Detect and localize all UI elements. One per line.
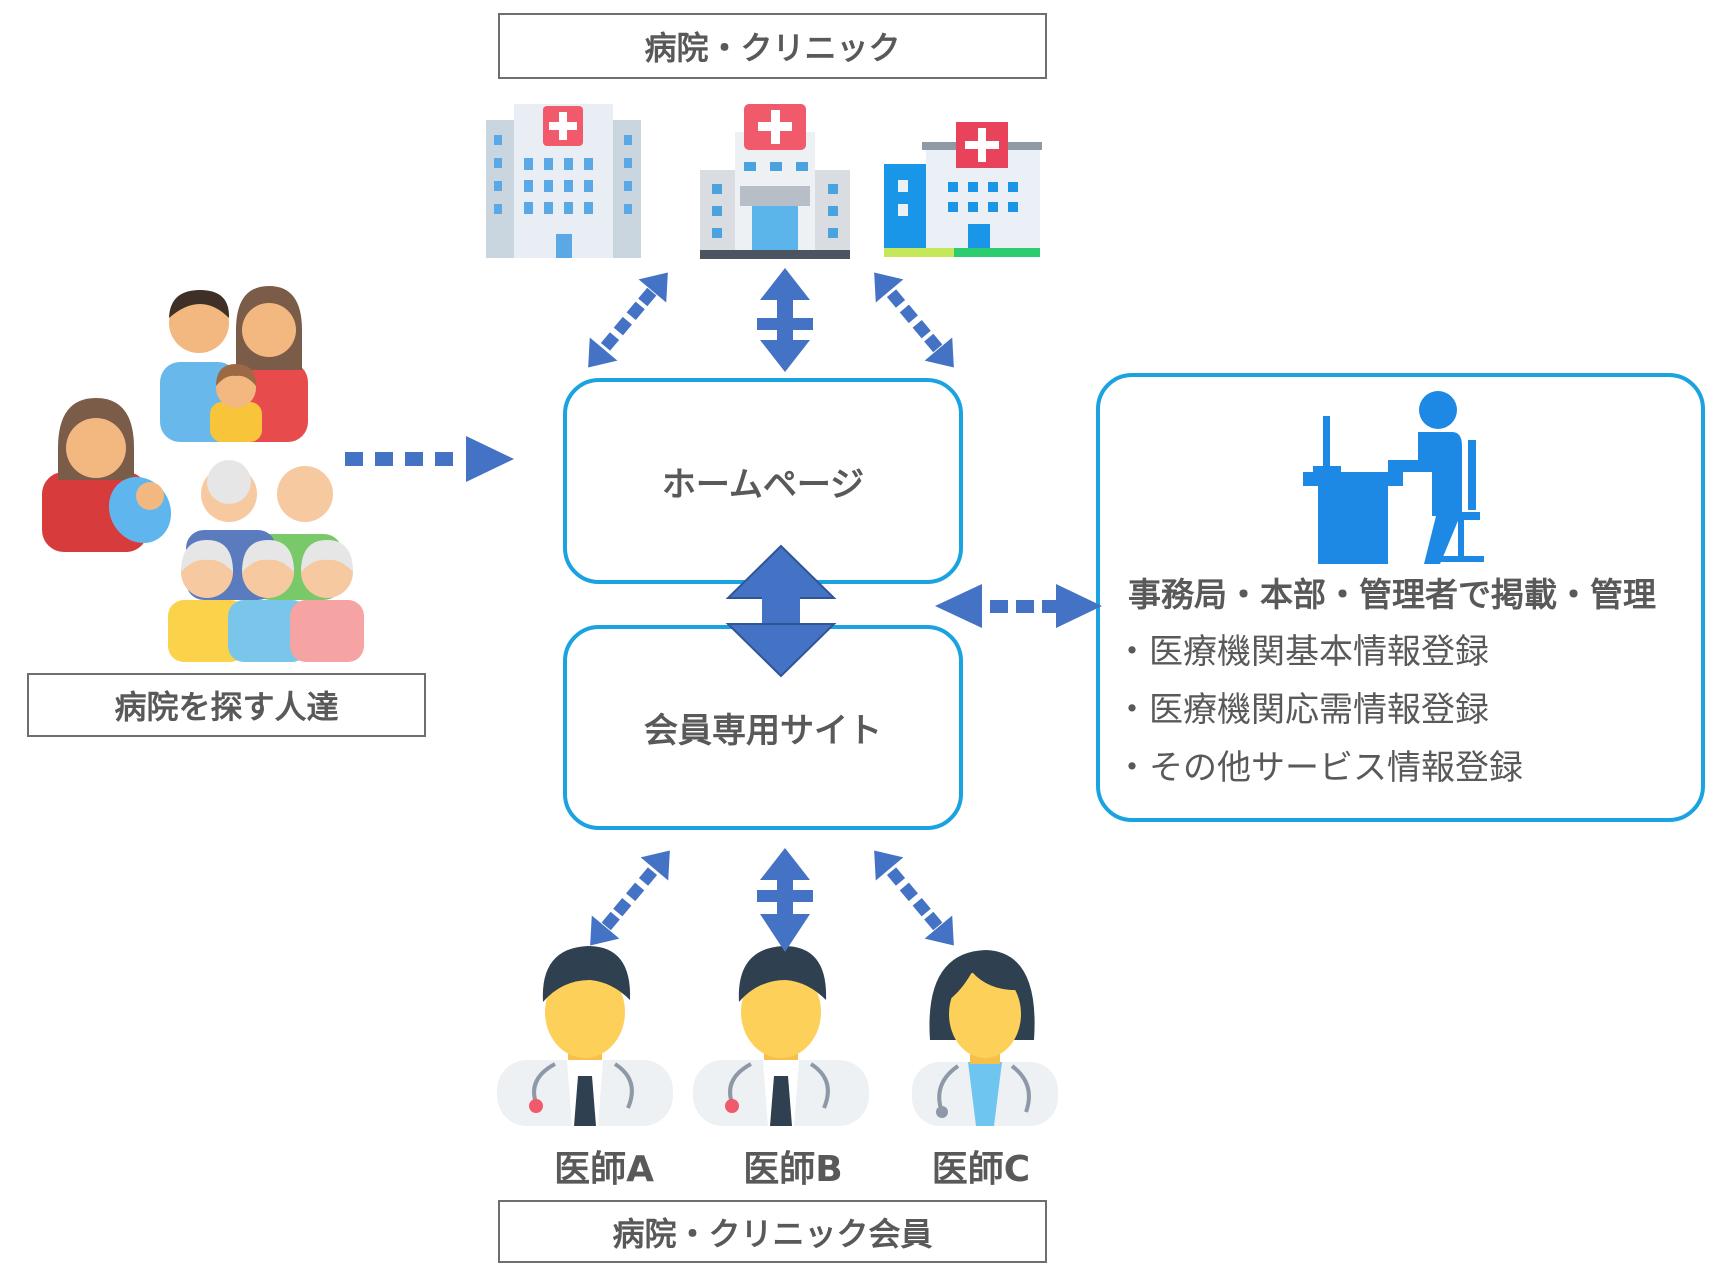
double-arrow-dashed-horizontal — [935, 584, 1102, 628]
double-arrow-dashed — [874, 272, 954, 368]
homepage-label: ホームページ — [661, 464, 865, 505]
hospital-building-icon — [884, 122, 1042, 257]
hospitals-label-box: 病院・クリニック — [498, 13, 1047, 79]
members-label-box: 病院・クリニック会員 — [498, 1200, 1047, 1263]
doctor-b-label: 医師B — [743, 1149, 843, 1190]
admin-item: ・医療機関基本情報登録 — [1115, 632, 1489, 672]
seekers-label-box: 病院を探す人達 — [27, 673, 426, 737]
double-arrow-large — [725, 544, 837, 678]
members-label: 病院・クリニック会員 — [612, 1214, 933, 1253]
admin-title: 事務局・本部・管理者で掲載・管理 — [1128, 575, 1656, 614]
dashed-arrow-right — [345, 436, 514, 482]
homepage-box: ホームページ — [563, 378, 963, 584]
doctor-icon — [912, 950, 1058, 1126]
double-arrow-dashed — [590, 850, 670, 946]
double-arrow-dashed — [874, 850, 954, 946]
arrow-connectors — [345, 268, 1102, 952]
doctor-a-label: 医師A — [554, 1149, 654, 1190]
members-site-label: 会員専用サイト — [644, 711, 882, 751]
double-arrow-dashed — [588, 272, 668, 368]
admin-box — [1096, 373, 1705, 822]
family-people-icon — [42, 286, 364, 662]
office-worker-icon — [1303, 391, 1484, 564]
doctor-icon — [497, 946, 673, 1126]
double-arrow-solid — [757, 268, 813, 372]
seekers-label: 病院を探す人達 — [114, 688, 339, 726]
doctor-c-label: 医師C — [931, 1149, 1031, 1190]
hospitals-label: 病院・クリニック — [644, 29, 901, 67]
doctor-icon — [693, 946, 869, 1126]
hospital-building-icon — [700, 104, 850, 259]
double-arrow-solid — [757, 848, 813, 952]
admin-item: ・その他サービス情報登録 — [1115, 748, 1523, 788]
admin-item: ・医療機関応需情報登録 — [1115, 690, 1489, 730]
hospital-building-icon — [486, 104, 641, 258]
